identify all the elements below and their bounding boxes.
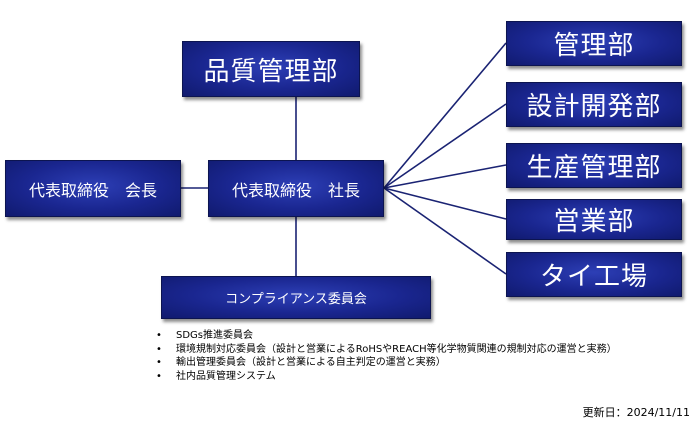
dept-box-thai-factory: タイ工場: [506, 252, 682, 297]
committee-list: •SDGs推進委員会 •環境規制対応委員会（設計と営業によるRoHSやREACH…: [156, 329, 617, 383]
connector-to-seisan: [383, 164, 507, 189]
compliance-committee-box: コンプライアンス委員会: [161, 276, 431, 319]
dept-box-kanri: 管理部: [506, 21, 682, 66]
connector-to-sekkei: [383, 103, 507, 189]
dept-box-sekkei-kaihatsu: 設計開発部: [506, 82, 682, 127]
chairman-box: 代表取締役 会長: [5, 160, 181, 217]
connector-to-eigyo: [383, 187, 507, 220]
committee-item: •社内品質管理システム: [156, 370, 276, 382]
connector-to-kanri: [383, 42, 507, 189]
dept-box-seisan-kanri: 生産管理部: [506, 143, 682, 188]
dept-box-eigyo: 営業部: [506, 199, 682, 240]
committee-item: •環境規制対応委員会（設計と営業によるRoHSやREACH等化学物質関連の規制対…: [156, 343, 617, 355]
updated-date: 更新日：2024/11/11: [582, 406, 690, 419]
quality-dept-box: 品質管理部: [182, 41, 360, 97]
president-box: 代表取締役 社長: [208, 160, 384, 217]
connector-to-thai: [383, 187, 507, 275]
committee-item: •輸出管理委員会（設計と営業による自主判定の運営と実務）: [156, 357, 446, 368]
committee-item: •SDGs推進委員会: [156, 330, 254, 341]
